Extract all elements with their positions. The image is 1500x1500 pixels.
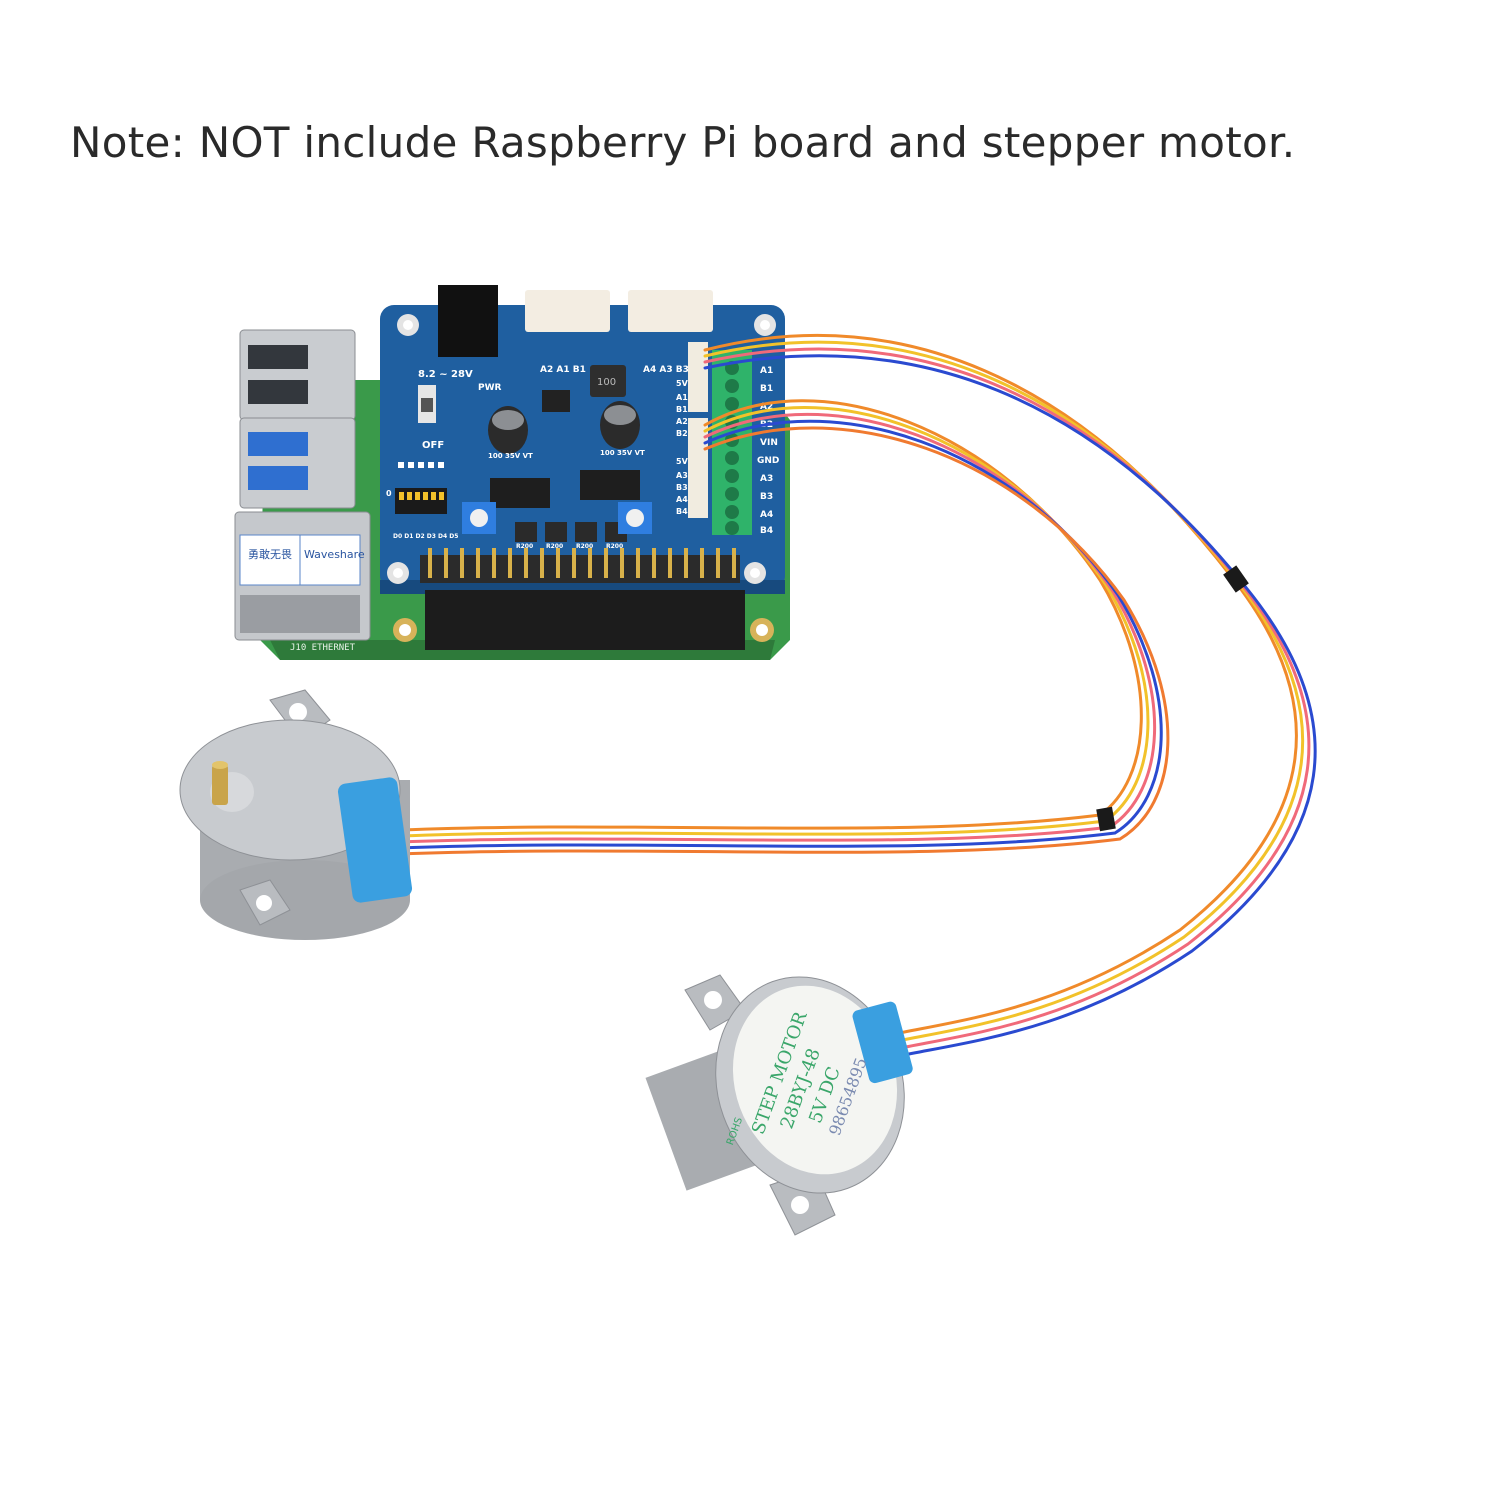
- wire-tie-1: [1223, 565, 1249, 593]
- capacitors: [488, 401, 640, 454]
- resistor-label-3: R200: [576, 543, 593, 550]
- eth-sticker-1: 勇敢无畏: [248, 547, 292, 561]
- inductor: [590, 365, 626, 397]
- terminal-label-gnd: GND: [757, 456, 779, 466]
- side-label-5v-2: 5V: [676, 457, 689, 466]
- terminal-label-a2: A2: [760, 402, 773, 412]
- note-caption: Note: NOT include Raspberry Pi board and…: [70, 118, 1296, 167]
- resistors: [515, 522, 627, 542]
- wire-tie-2: [1096, 806, 1116, 832]
- cap-label-1: 100 35V VT: [488, 452, 533, 460]
- driver-chip-2: [580, 470, 640, 500]
- dc-power-jack: [438, 285, 498, 357]
- side-label-a2: A2: [676, 417, 688, 426]
- gpio-header: [425, 590, 745, 650]
- motor-2-label-sticker: [732, 985, 898, 1175]
- terminal-label-b1: B1: [760, 384, 773, 394]
- usb-ports: [239, 329, 356, 509]
- side-connector-1: [688, 342, 708, 412]
- resistor-label-2: R200: [546, 543, 563, 550]
- dip-labels: D0 D1 D2 D3 D4 D5: [393, 533, 458, 540]
- top-header-labels: A2 A1 B1: [540, 365, 586, 375]
- resistor-label-4: R200: [606, 543, 623, 550]
- motor-hat-board: 8.2 ~ 28V PWR OFF A2 A1 B1 A4 A3 B3 100 …: [380, 285, 785, 650]
- terminal-label-a4: A4: [760, 510, 773, 520]
- terminal-label-a3: A3: [760, 474, 773, 484]
- ethernet-label: J10 ETHERNET: [290, 643, 356, 653]
- terminal-label-vin: VIN: [760, 438, 778, 448]
- dip-zero: 0: [386, 489, 392, 498]
- dip-switch: [395, 488, 447, 514]
- connector-top-2: [628, 290, 713, 332]
- side-label-a4: A4: [676, 495, 688, 504]
- driver-chip-1: [490, 478, 550, 508]
- stepper-motor-2: STEP MOTOR 28BYJ-48 5V DC 98654895 ROHS: [645, 974, 913, 1236]
- wire-harness: [398, 333, 1317, 1058]
- terminal-label-a1: A1: [760, 366, 773, 376]
- side-connector-2: [688, 418, 708, 518]
- voltage-label: 8.2 ~ 28V: [418, 369, 473, 380]
- inductor-label: 100: [597, 377, 616, 388]
- connector-top-1: [525, 290, 610, 332]
- off-label: OFF: [422, 440, 444, 451]
- side-label-b4: B4: [676, 507, 688, 516]
- side-label-b1: B1: [676, 405, 688, 414]
- terminal-label-b4: B4: [760, 526, 773, 536]
- cap-label-2: 100 35V VT: [600, 449, 645, 457]
- side-label-b2: B2: [676, 429, 688, 438]
- ethernet-jack: 勇敢无畏 Waveshare: [234, 511, 371, 641]
- motor-1-connector: [337, 777, 413, 903]
- top-header-labels-2: A4 A3 B3: [643, 365, 689, 375]
- pwr-label: PWR: [478, 383, 502, 393]
- side-label-b3: B3: [676, 483, 688, 492]
- motor-shaft: [212, 765, 228, 805]
- led-row: [398, 462, 444, 468]
- pin-header: [420, 548, 740, 583]
- eth-sticker-2: Waveshare: [304, 548, 365, 561]
- side-label-a1: A1: [676, 393, 688, 402]
- side-label-a3: A3: [676, 471, 688, 480]
- resistor-label-1: R200: [516, 543, 533, 550]
- motor-2-connector: [852, 1001, 913, 1084]
- side-label-5v-1: 5V: [676, 379, 689, 388]
- terminal-label-b3: B3: [760, 492, 773, 502]
- stepper-motor-1: [179, 689, 413, 940]
